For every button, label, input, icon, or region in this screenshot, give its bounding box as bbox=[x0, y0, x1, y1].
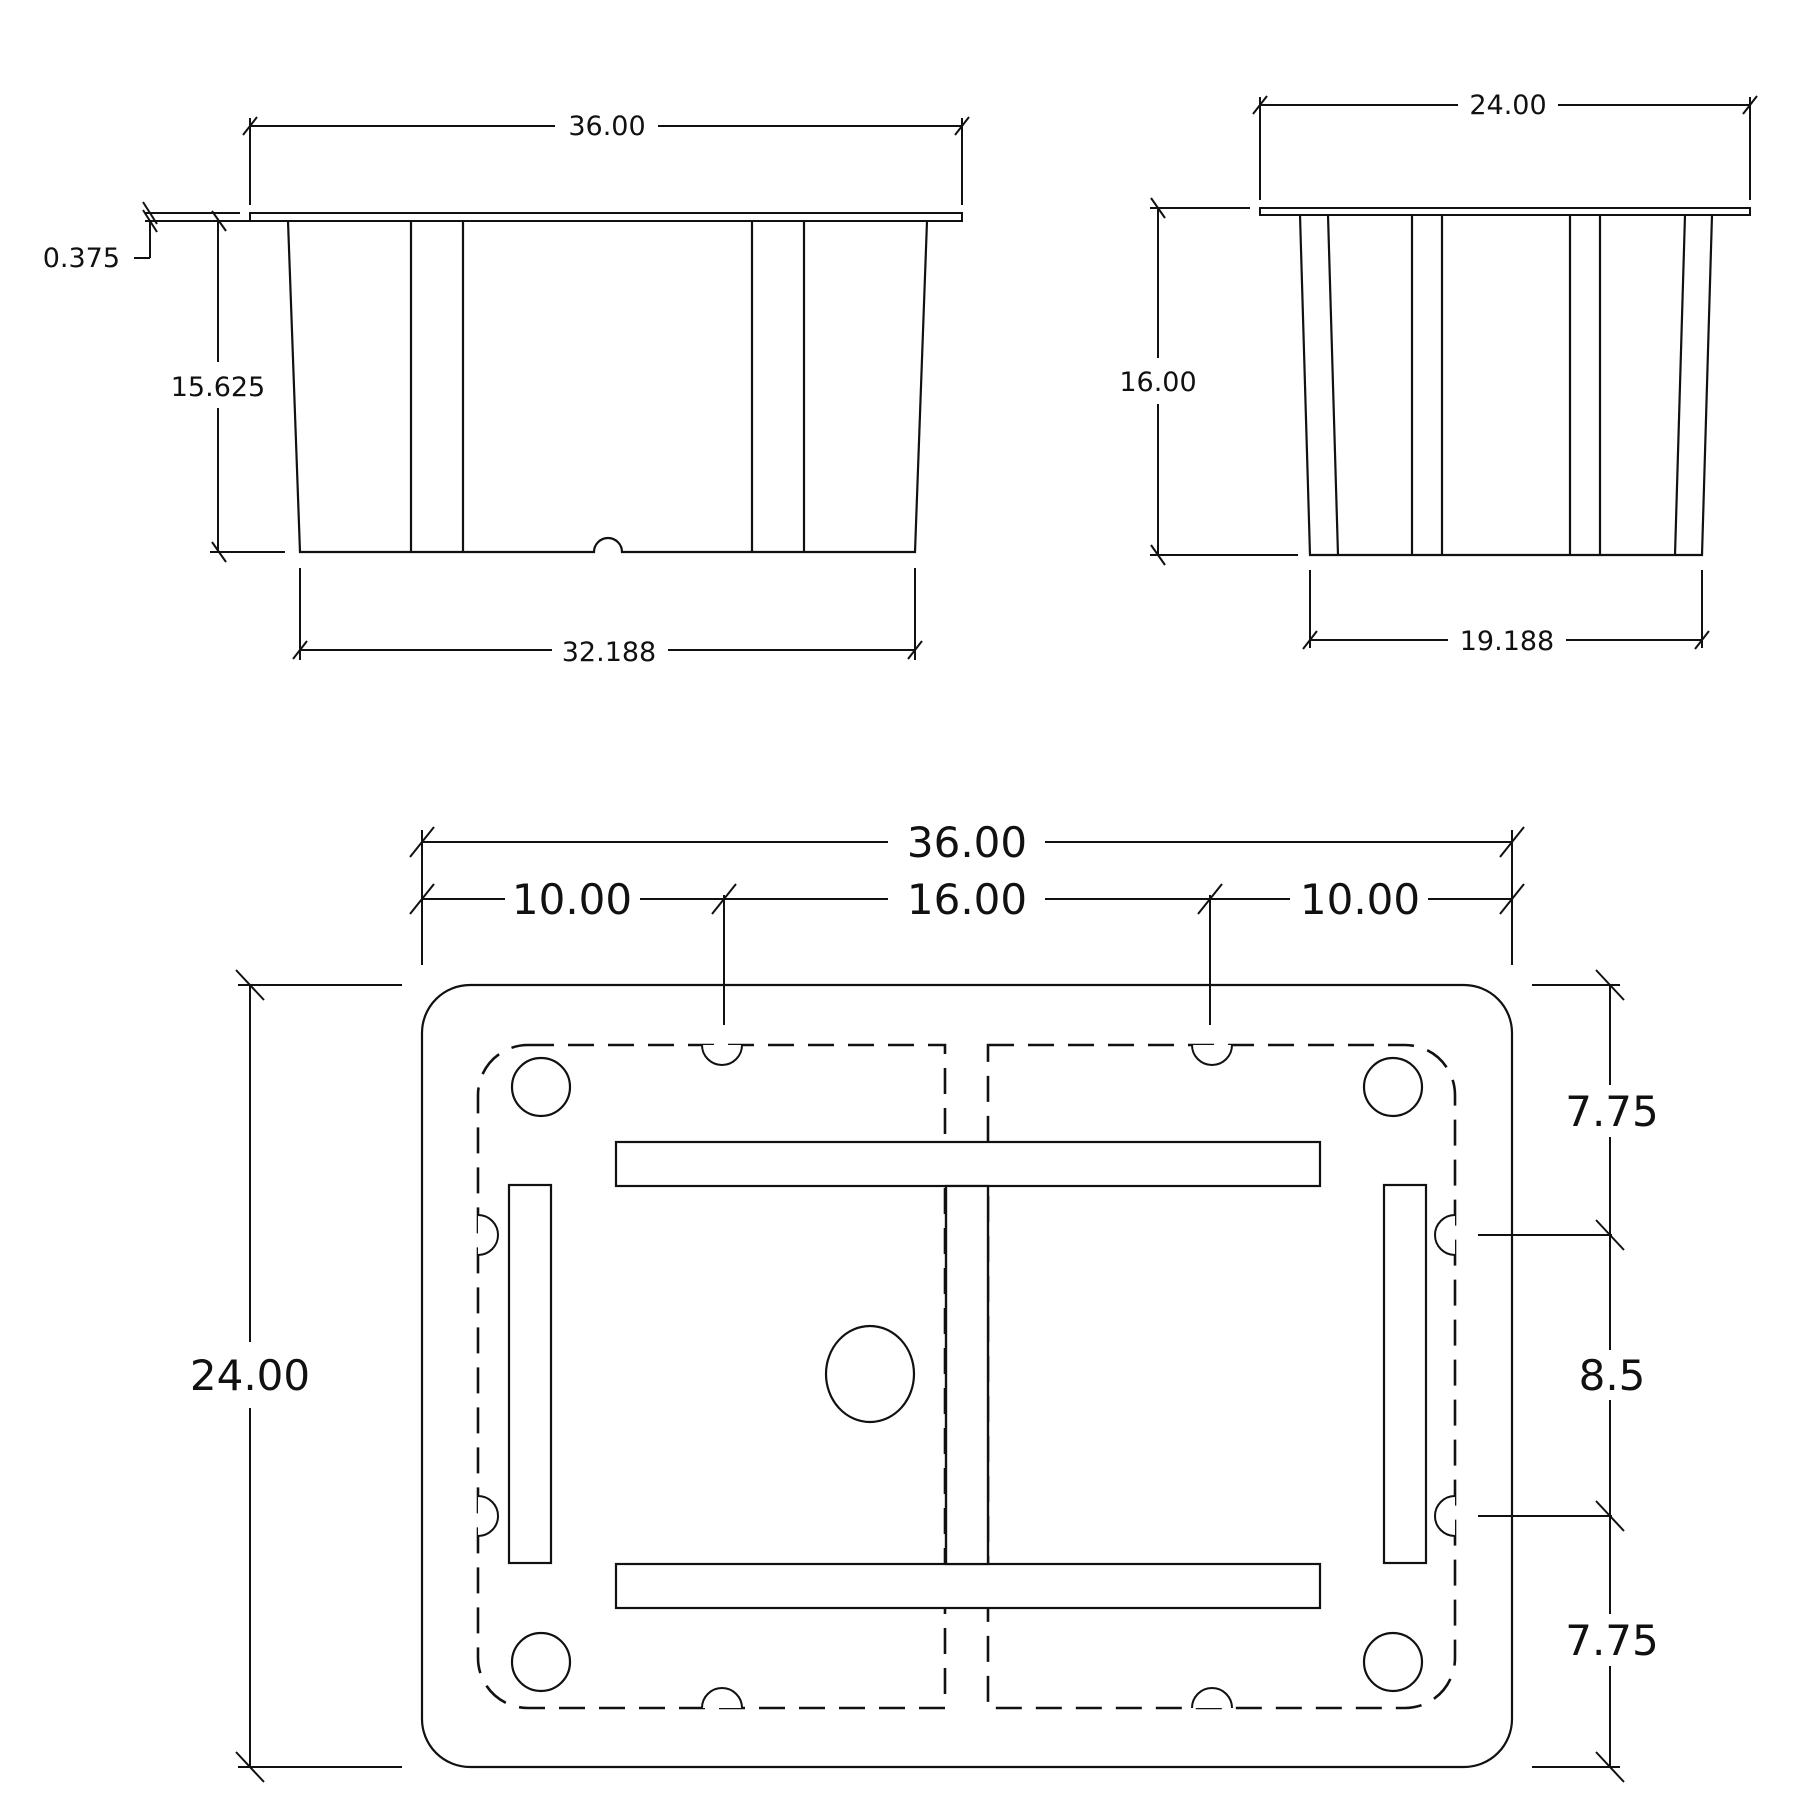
plan-rib-left bbox=[507, 1183, 553, 1565]
front-rim-thickness-label: 0.375 bbox=[43, 243, 120, 274]
plan-segment-left-label: 10.00 bbox=[512, 875, 632, 924]
corner-hole bbox=[1362, 1056, 1424, 1118]
plan-rib-top bbox=[614, 1140, 1322, 1188]
corner-hole bbox=[510, 1631, 572, 1693]
side-top-width-label: 24.00 bbox=[1469, 90, 1546, 121]
corner-hole bbox=[1362, 1631, 1424, 1693]
side-body bbox=[1298, 214, 1714, 557]
front-rim bbox=[249, 212, 963, 222]
side-rim bbox=[1259, 207, 1751, 216]
side-view: 24.00 16.00 19.188 bbox=[1119, 90, 1758, 657]
plan-bottom-outline-left bbox=[476, 1043, 947, 1710]
plan-right-top-label: 7.75 bbox=[1565, 1087, 1659, 1136]
front-bottom-width-label: 32.188 bbox=[562, 637, 656, 668]
plan-bottom-outline-right bbox=[986, 1043, 1457, 1710]
plan-right-middle-label: 8.5 bbox=[1579, 1351, 1646, 1400]
side-height-label: 16.00 bbox=[1119, 367, 1196, 398]
front-view: 36.00 0.375 15.625 32.188 bbox=[43, 111, 970, 668]
corner-hole bbox=[510, 1056, 572, 1118]
plan-rib-right bbox=[1382, 1183, 1428, 1565]
front-top-width-label: 36.00 bbox=[568, 111, 645, 142]
plan-overall-width-label: 24.00 bbox=[190, 1351, 310, 1400]
front-height-label: 15.625 bbox=[171, 372, 265, 403]
plan-overall-length-label: 36.00 bbox=[907, 818, 1027, 867]
plan-segment-middle-label: 16.00 bbox=[907, 875, 1027, 924]
side-bottom-width-label: 19.188 bbox=[1460, 626, 1554, 657]
plan-right-bottom-label: 7.75 bbox=[1565, 1616, 1659, 1665]
plan-view: 36.00 10.00 16.00 10.00 24.00 bbox=[190, 818, 1659, 1783]
drain-hole bbox=[824, 1324, 916, 1424]
plan-rib-center bbox=[944, 1184, 990, 1566]
plan-rib-bottom bbox=[614, 1562, 1322, 1610]
plan-outer-flange bbox=[420, 983, 1514, 1769]
front-body bbox=[286, 220, 929, 554]
plan-segment-right-label: 10.00 bbox=[1300, 875, 1420, 924]
